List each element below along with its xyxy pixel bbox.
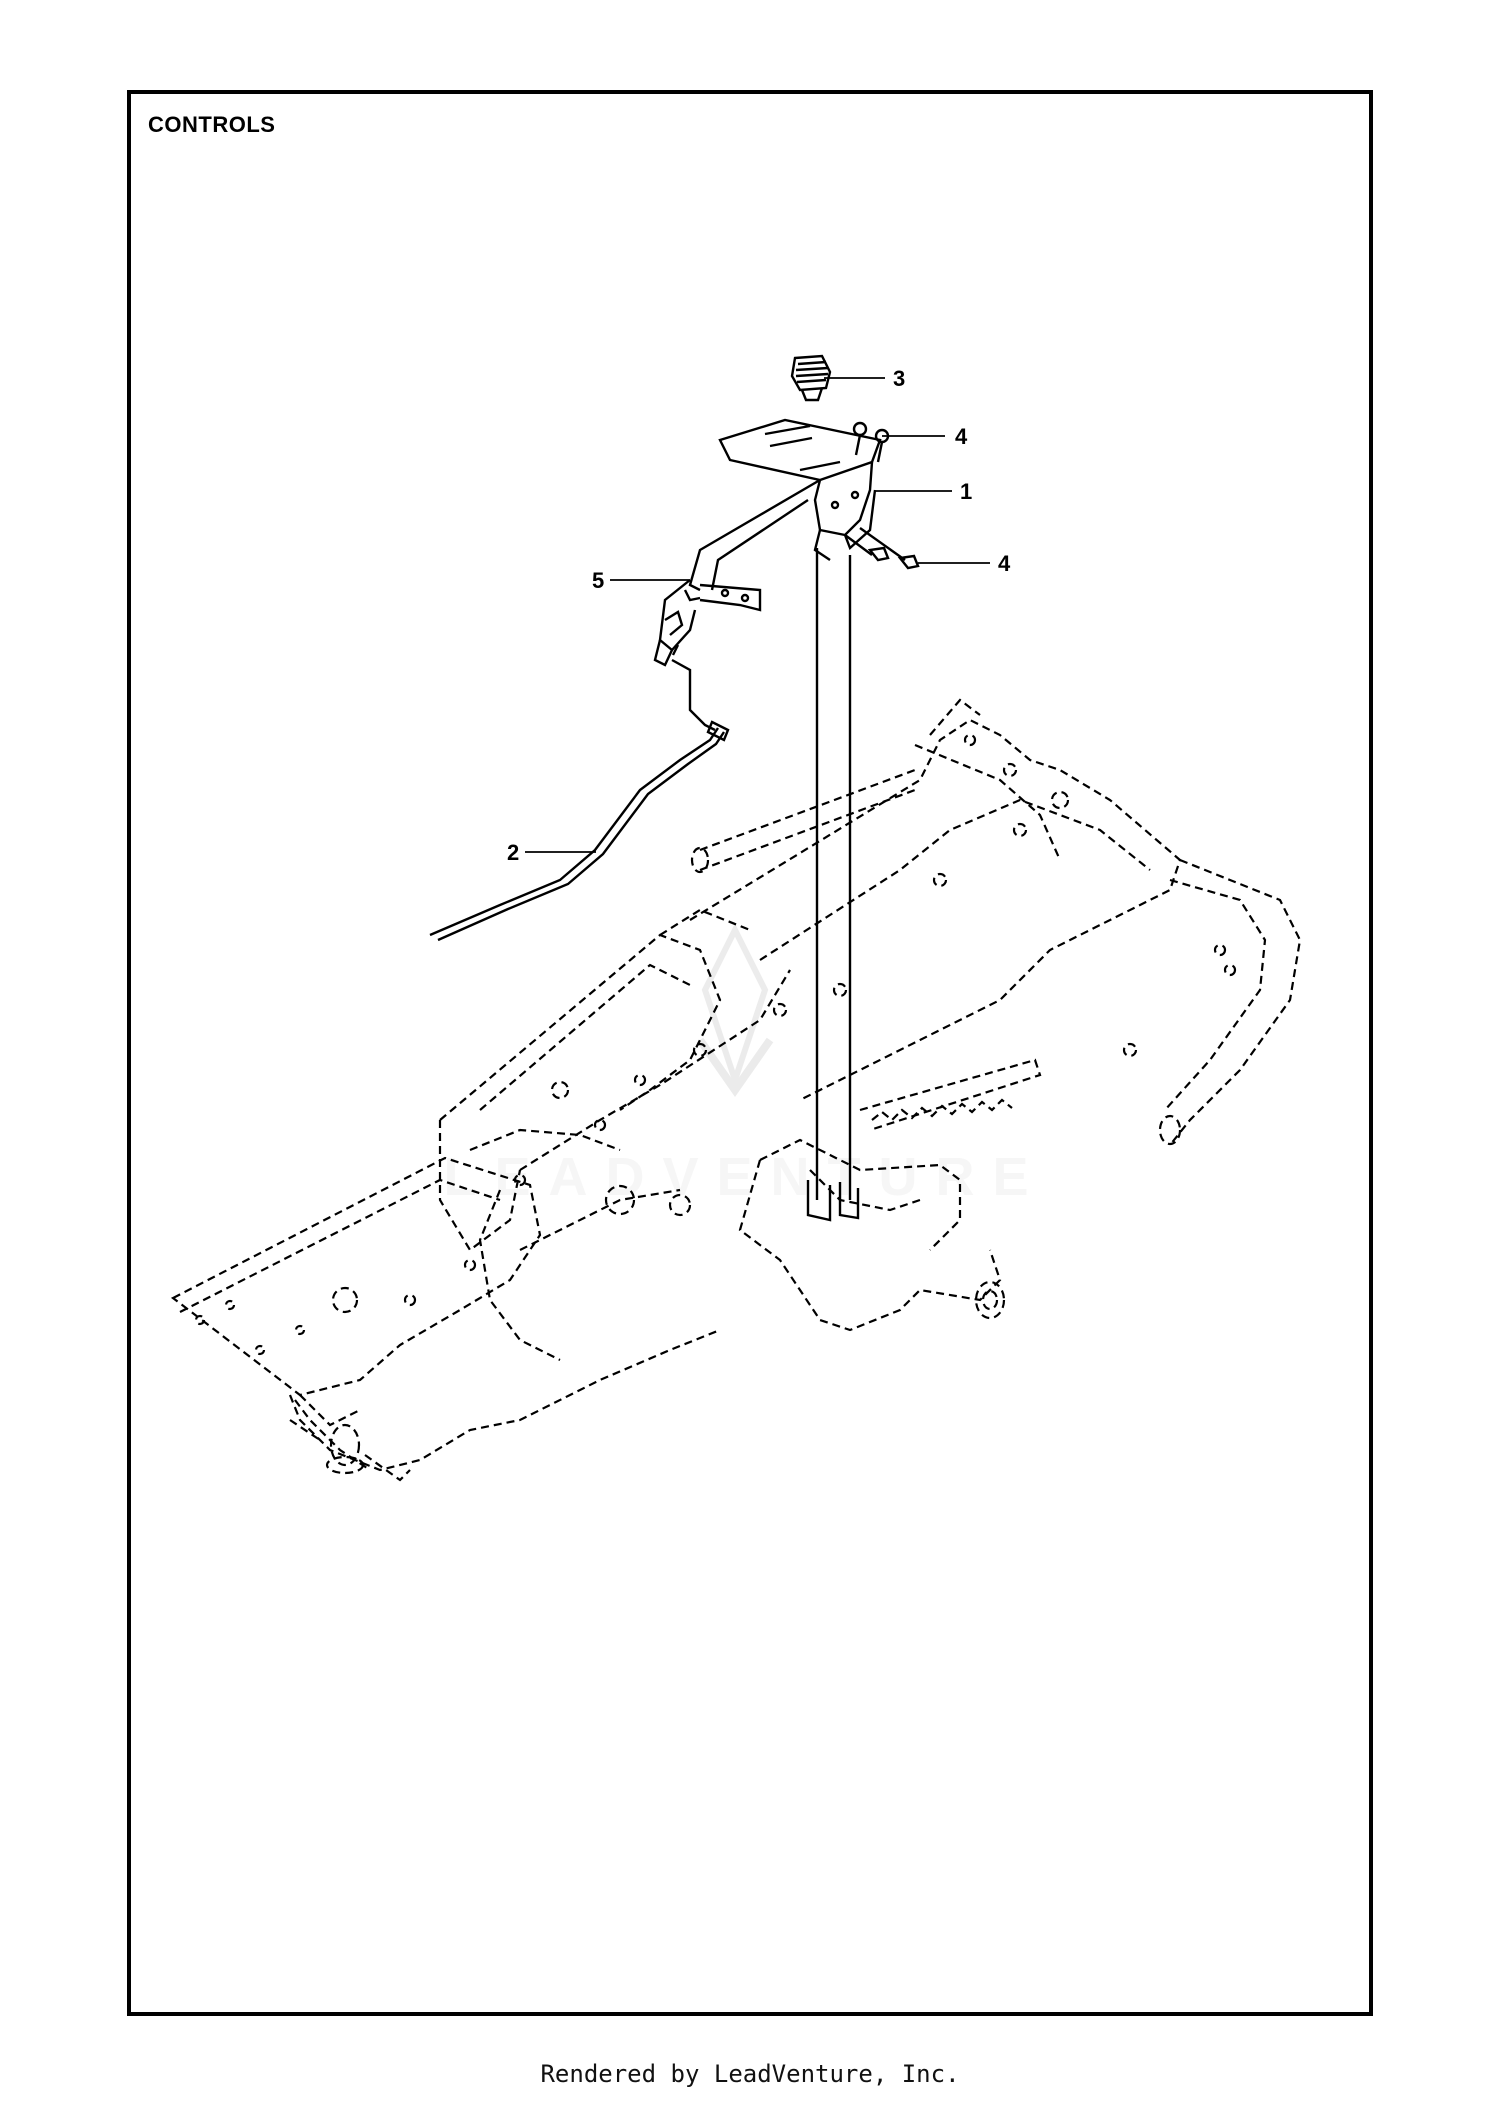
callout-3[interactable]: 3 [893, 366, 905, 391]
knob-part-3 [790, 354, 832, 402]
watermark: LEADVENTURE [443, 923, 1046, 1207]
callout-4-top[interactable]: 4 [955, 424, 968, 449]
render-credit: Rendered by LeadVenture, Inc. [540, 2060, 960, 2088]
callout-1[interactable]: 1 [960, 479, 972, 504]
callout-2[interactable]: 2 [507, 840, 519, 865]
callout-5[interactable]: 5 [592, 568, 604, 593]
latch-part-5 [653, 579, 701, 667]
diagram-frame [127, 90, 1373, 2016]
leader-lines [525, 377, 990, 853]
chassis-frame [170, 698, 1302, 1482]
control-bracket-assembly [429, 354, 920, 1222]
watermark-text: LEADVENTURE [443, 1147, 1046, 1207]
callouts: 3 4 1 4 5 2 [507, 366, 1011, 865]
bolts-part-4 [844, 421, 920, 570]
cable-part-2 [429, 658, 730, 942]
diagram-title: CONTROLS [148, 112, 276, 137]
callout-4-side[interactable]: 4 [998, 551, 1011, 576]
